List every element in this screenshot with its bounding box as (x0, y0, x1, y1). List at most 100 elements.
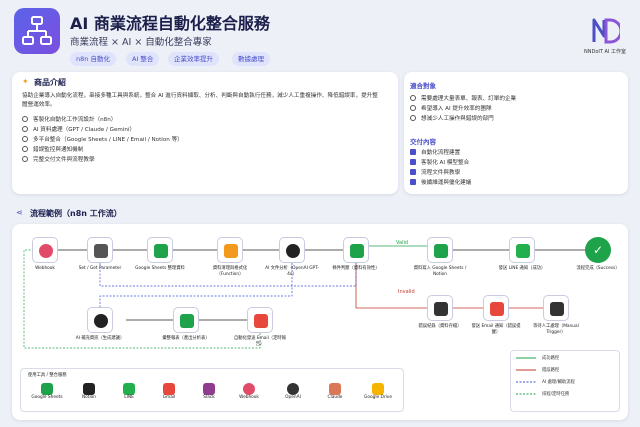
google-sheets-icon (434, 244, 448, 258)
notion-icon (83, 383, 95, 395)
tool-line: LINE (110, 383, 148, 400)
intro-description: 協助企業導入自動化流程，串接多種工具與系統，整合 AI 進行資料擷取、分析、判斷… (22, 93, 378, 108)
node-function[interactable] (217, 237, 243, 263)
list-item: 客製化自動化工作流設計（n8n） (22, 115, 183, 125)
list-item: 後續維運與優化建議 (410, 178, 471, 188)
invalid-label: Invalid (398, 289, 415, 295)
node-email-error[interactable] (483, 295, 509, 321)
node-report[interactable] (173, 307, 199, 333)
intro-heading: 商品介紹 (34, 78, 66, 87)
google-sheets-icon (41, 383, 53, 395)
openai-icon (287, 383, 299, 395)
google-drive-icon (372, 383, 384, 395)
deliverables-heading: 交付內容 (410, 138, 436, 146)
line-icon (123, 383, 135, 395)
gmail-icon (490, 302, 504, 316)
check-icon (22, 146, 28, 152)
node-email[interactable] (247, 307, 273, 333)
valid-label: Valid (396, 240, 409, 246)
code-braces-icon (224, 244, 238, 258)
openai-icon (286, 244, 300, 258)
openai-icon (94, 314, 108, 328)
tools-row: Google Sheets Notion LINE Gmail Slack We… (28, 383, 398, 409)
pause-icon (550, 302, 564, 316)
check-icon (410, 95, 416, 101)
tool-claude: Claude (316, 383, 354, 400)
check-icon (22, 136, 28, 142)
page-title: AI 商業流程自動化整合服務 (70, 14, 270, 33)
tag-data: 數據處理 (232, 52, 270, 66)
node-label: 彙整報表（產出分析表） (162, 336, 210, 341)
tool-webhook: Webhook (230, 383, 268, 400)
share-icon: ⋖ (16, 208, 23, 217)
list-item: 自動化流程建置 (410, 148, 471, 158)
node-label: Set / Get Parameter (78, 266, 122, 271)
legend-lines (516, 357, 536, 395)
sparkle-icon: ✦ (22, 77, 29, 86)
node-ai-supplement[interactable] (87, 307, 113, 333)
node-label: 自動化發送 Email（定時報告） (234, 336, 286, 347)
node-line[interactable] (509, 237, 535, 263)
list-item: 多平台整合（Google Sheets / LINE / Email / Not… (22, 135, 183, 145)
app-logo (14, 8, 60, 54)
tool-gmail: Gmail (150, 383, 188, 400)
legend-error: 錯誤路徑 (542, 368, 560, 373)
check-icon (22, 126, 28, 132)
suitable-list: 需要處理大量表單、報表、訂單的企業 希望導入 AI 提升效率的團隊 想減少人工操… (410, 94, 516, 124)
node-label: 流程完成（Success） (576, 266, 620, 271)
line-icon (516, 244, 530, 258)
node-label: 等待人工處理（Manual Trigger） (533, 324, 579, 335)
node-ai[interactable] (279, 237, 305, 263)
google-sheets-icon (154, 244, 168, 258)
gmail-icon (254, 314, 268, 328)
node-set[interactable] (87, 237, 113, 263)
node-error-log[interactable] (427, 295, 453, 321)
gmail-icon (163, 383, 175, 395)
node-manual[interactable] (543, 295, 569, 321)
node-sheets[interactable] (147, 237, 173, 263)
google-sheets-icon (180, 314, 194, 328)
list-item: 流程文件與教學 (410, 168, 471, 178)
node-webhook[interactable] (32, 237, 58, 263)
node-write-sheets[interactable] (427, 237, 453, 263)
list-item: 想減少人工操作與錯誤的部門 (410, 114, 516, 124)
list-item: 客製化 AI 模型整合 (410, 158, 471, 168)
node-label: 資料清理與格式化（Function） (212, 266, 248, 277)
flow-heading: 流程範例（n8n 工作流） (30, 209, 122, 218)
node-label: 發送 Email 通知（錯誤提醒） (471, 324, 521, 335)
suitable-heading: 適合對象 (410, 82, 436, 90)
list-item: 完整交付文件與流程教學 (22, 155, 183, 165)
node-label: Webhook (35, 266, 55, 271)
check-icon (410, 115, 416, 121)
legend-success: 成功路徑 (542, 356, 560, 361)
maintenance-icon (410, 179, 416, 185)
list-item: 希望導入 AI 提升效率的團隊 (410, 104, 516, 114)
legend-box (510, 350, 620, 412)
tag-ai: AI 整合 (126, 52, 160, 66)
node-label: 條件判斷（資料有效性） (332, 266, 380, 271)
legend-ai: AI 處理/輔助流程 (542, 380, 575, 385)
document-icon (410, 169, 416, 175)
node-label: 發送 LINE 通知（成功） (498, 266, 546, 271)
database-icon (434, 302, 448, 316)
page-subtitle: 商業流程 × AI × 自動化整合專家 (70, 37, 212, 48)
node-label: 資料寫入 Google Sheets / Notion (413, 266, 467, 277)
workflow-icon (22, 16, 52, 45)
tools-heading: 使用工具 / 整合服務 (28, 373, 67, 378)
tool-google-drive: Google Drive (358, 383, 398, 400)
tag-n8n: n8n 自動化 (70, 52, 116, 66)
claude-icon (329, 383, 341, 395)
check-icon (22, 156, 28, 162)
webhook-icon (243, 383, 255, 395)
slack-icon (203, 383, 215, 395)
tool-slack: Slack (190, 383, 228, 400)
build-icon (410, 149, 416, 155)
check-icon (22, 116, 28, 122)
list-item: AI 資料處理（GPT / Claude / Gemini） (22, 125, 183, 135)
node-label: AI 文件分析（OpenAI GPT-4o） (265, 266, 319, 277)
switch-icon (350, 244, 364, 258)
deliverables-list: 自動化流程建置 客製化 AI 模型整合 流程文件與教學 後續維運與優化建議 (410, 148, 471, 188)
node-condition[interactable] (343, 237, 369, 263)
arrow-icon (94, 244, 108, 258)
